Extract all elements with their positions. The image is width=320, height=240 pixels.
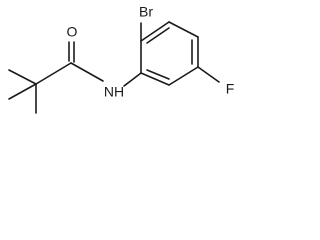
bromine-atom-label: Br [139,4,153,20]
oxygen-atom-label: O [67,24,78,40]
ring-bond-c6-c1 [140,72,170,86]
bond-carbonyl-c-nitrogen [70,62,104,82]
ring-inner-double-c6-c1 [146,69,170,80]
ring-inner-double-c2-c3 [146,27,170,44]
bond-ring-fluorine [197,66,220,83]
fluorine-atom-label: F [226,81,235,97]
ring-bond-c3-c4 [168,21,199,38]
bond-quaternary-c-carbonyl-c [35,62,72,85]
bond-quaternary-c-methyl-top-left [8,69,37,85]
amide-nitrogen-label: NH [104,84,124,100]
bond-quaternary-c-methyl-bottom-left [8,83,37,100]
chemical-structure: O Br NH F [8,4,235,114]
bond-nitrogen-ring [123,72,142,87]
ring-bond-c5-c6 [168,66,199,86]
ring-bond-c2-c3 [140,21,170,42]
